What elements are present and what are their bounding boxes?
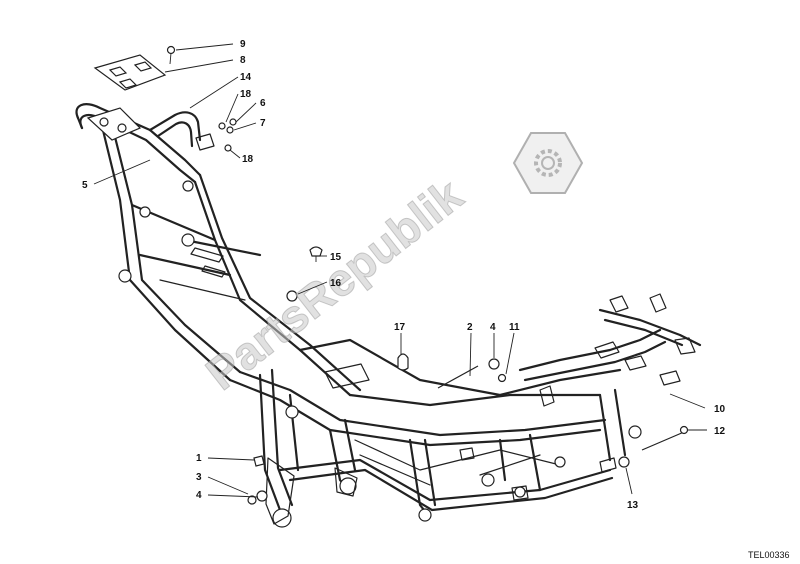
callout-1[interactable]: 1 [196, 453, 202, 464]
gear-icon [512, 132, 584, 194]
callout-5[interactable]: 5 [82, 180, 88, 191]
callout-3[interactable]: 3 [196, 472, 202, 483]
callout-12[interactable]: 12 [714, 426, 726, 437]
bolt-12-13-drawing [618, 425, 689, 468]
callout-18-upper[interactable]: 18 [240, 89, 252, 100]
callout-9[interactable]: 9 [240, 39, 246, 50]
grommet-15-16-drawing [286, 246, 323, 302]
watermark: PartsRepublik [196, 132, 584, 400]
callout-4-lower[interactable]: 4 [196, 490, 202, 501]
rubber-damper-17-drawing [397, 353, 409, 371]
callout-14[interactable]: 14 [240, 72, 252, 83]
callout-2[interactable]: 2 [467, 322, 473, 333]
main-frame-drawing [75, 103, 702, 528]
callout-10[interactable]: 10 [714, 404, 726, 415]
callout-labels: 9 8 14 18 6 7 18 5 15 16 17 2 4 11 10 12… [82, 39, 726, 511]
callout-11[interactable]: 11 [509, 322, 520, 333]
callout-8[interactable]: 8 [240, 55, 246, 66]
callout-4-upper[interactable]: 4 [490, 322, 496, 333]
callout-6[interactable]: 6 [260, 98, 266, 109]
steering-head-bracket [86, 107, 142, 141]
drawing-code: TEL00336 [748, 550, 790, 560]
callout-18-lower[interactable]: 18 [242, 154, 254, 165]
callout-17[interactable]: 17 [394, 322, 406, 333]
through-bolt-drawing [437, 358, 507, 389]
callout-16[interactable]: 16 [330, 278, 342, 289]
lower-mount-parts-drawing [247, 455, 268, 505]
bolt-9-drawing [166, 45, 176, 65]
callout-7[interactable]: 7 [260, 118, 266, 129]
callout-13[interactable]: 13 [627, 500, 639, 511]
callout-15[interactable]: 15 [330, 252, 342, 263]
leader-lines [93, 43, 707, 498]
top-mounting-plate [93, 54, 167, 91]
bolt-set-6-7-drawing [218, 118, 237, 152]
